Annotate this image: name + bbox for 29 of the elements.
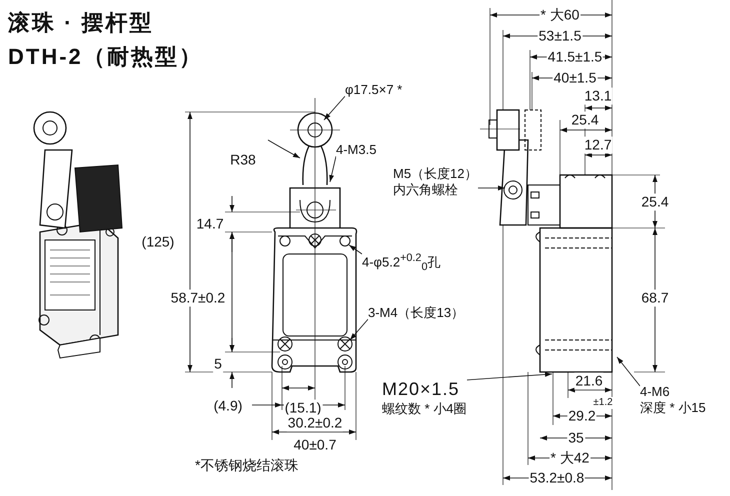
callout-label: 4-M6 深度 * 小15 — [640, 384, 706, 416]
leader-line — [616, 356, 640, 386]
callout-label: φ17.5×7 * — [345, 82, 402, 98]
dimension-label: 25.4 — [570, 112, 600, 128]
dimension-label: * 大42 — [550, 450, 590, 466]
subtitle: DTH-2（耐热型） — [8, 44, 203, 70]
callout-label: M20×1.5 螺纹数 * 小4圈 — [382, 378, 467, 417]
leader-line — [348, 244, 362, 254]
dimension-label: 58.7±0.2 — [170, 290, 226, 306]
dimension-label: (4.9) — [212, 398, 244, 414]
callout-label: M5（长度12） 内六角螺栓 — [393, 166, 478, 198]
footnote: *不锈钢烧结滚珠 — [195, 457, 298, 474]
dimension-label: 68.7 — [640, 290, 670, 306]
title: 滚珠 · 摆杆型 — [8, 10, 154, 36]
dimension-label: * 大60 — [540, 6, 580, 24]
leader-line — [477, 186, 506, 190]
leader-line — [324, 96, 346, 120]
dimension-label: 21.6 — [574, 372, 604, 390]
dimension-label: 12.7 — [583, 136, 613, 154]
callout-label: 4-M3.5 — [336, 142, 376, 158]
dimension-label: (15.1) — [284, 400, 322, 416]
leader-line — [329, 156, 336, 182]
dimension-label: 5 — [213, 356, 223, 372]
dimension-label: (125) — [140, 234, 176, 250]
leader-line — [466, 372, 552, 380]
dimension-label: 13.1 — [583, 88, 613, 104]
leader-line — [350, 318, 368, 340]
tolerance-label: ±1.2 — [592, 397, 614, 409]
dimension-label: 25.4 — [640, 194, 670, 210]
